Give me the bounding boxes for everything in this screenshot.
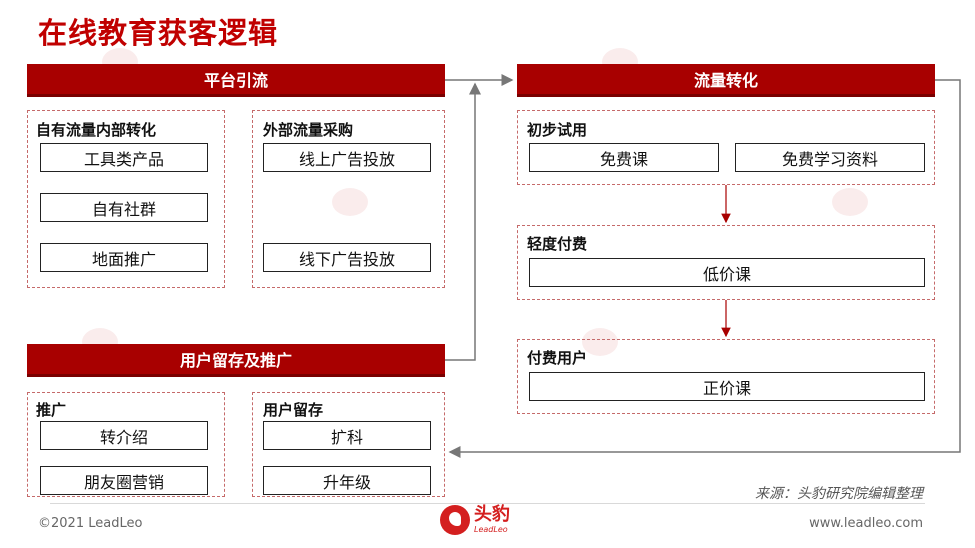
item-full-price-course: 正价课 <box>529 372 925 401</box>
internal-traffic-label: 自有流量内部转化 <box>36 121 157 139</box>
page-title: 在线教育获客逻辑 <box>38 16 279 50</box>
trial-label: 初步试用 <box>527 121 588 139</box>
item-low-price-course: 低价课 <box>529 258 925 287</box>
leopard-logo-icon <box>440 505 470 535</box>
footer-divider <box>50 503 925 504</box>
promotion-label: 推广 <box>36 401 67 419</box>
item-offline-ads: 线下广告投放 <box>263 243 431 272</box>
external-traffic-group <box>252 110 445 288</box>
light-pay-label: 轻度付费 <box>527 235 588 253</box>
external-traffic-label: 外部流量采购 <box>263 121 354 139</box>
trial-group <box>517 110 935 185</box>
website-link[interactable]: www.leadleo.com <box>809 516 923 531</box>
item-referral: 转介绍 <box>40 421 208 450</box>
retain-label: 用户留存 <box>263 401 324 419</box>
paid-user-label: 付费用户 <box>527 349 588 367</box>
retention-banner: 用户留存及推广 <box>27 344 445 377</box>
item-expand-subjects: 扩科 <box>263 421 431 450</box>
item-free-materials: 免费学习资料 <box>735 143 925 172</box>
logo-cn-text: 头豹 <box>474 504 510 525</box>
paid-user-group <box>517 339 935 414</box>
item-ground-promotion: 地面推广 <box>40 243 208 272</box>
leadleo-logo: 头豹 LeadLeo <box>440 505 510 535</box>
item-own-community: 自有社群 <box>40 193 208 222</box>
item-free-course: 免费课 <box>529 143 719 172</box>
item-upgrade-grade: 升年级 <box>263 466 431 495</box>
item-online-ads: 线上广告投放 <box>263 143 431 172</box>
promotion-group <box>27 392 225 497</box>
logo-en-text: LeadLeo <box>474 525 508 534</box>
copyright: ©2021 LeadLeo <box>38 516 143 531</box>
item-tool-products: 工具类产品 <box>40 143 208 172</box>
platform-banner: 平台引流 <box>27 64 445 97</box>
arrow-retention-up <box>445 82 481 361</box>
item-moments-marketing: 朋友圈营销 <box>40 466 208 495</box>
light-pay-group <box>517 225 935 300</box>
arrow-conversion-to-retention <box>448 79 961 458</box>
internal-traffic-group <box>27 110 225 288</box>
source-note: 来源：头豹研究院编辑整理 <box>755 486 923 502</box>
conversion-banner: 流量转化 <box>517 64 935 97</box>
retain-group <box>252 392 445 497</box>
